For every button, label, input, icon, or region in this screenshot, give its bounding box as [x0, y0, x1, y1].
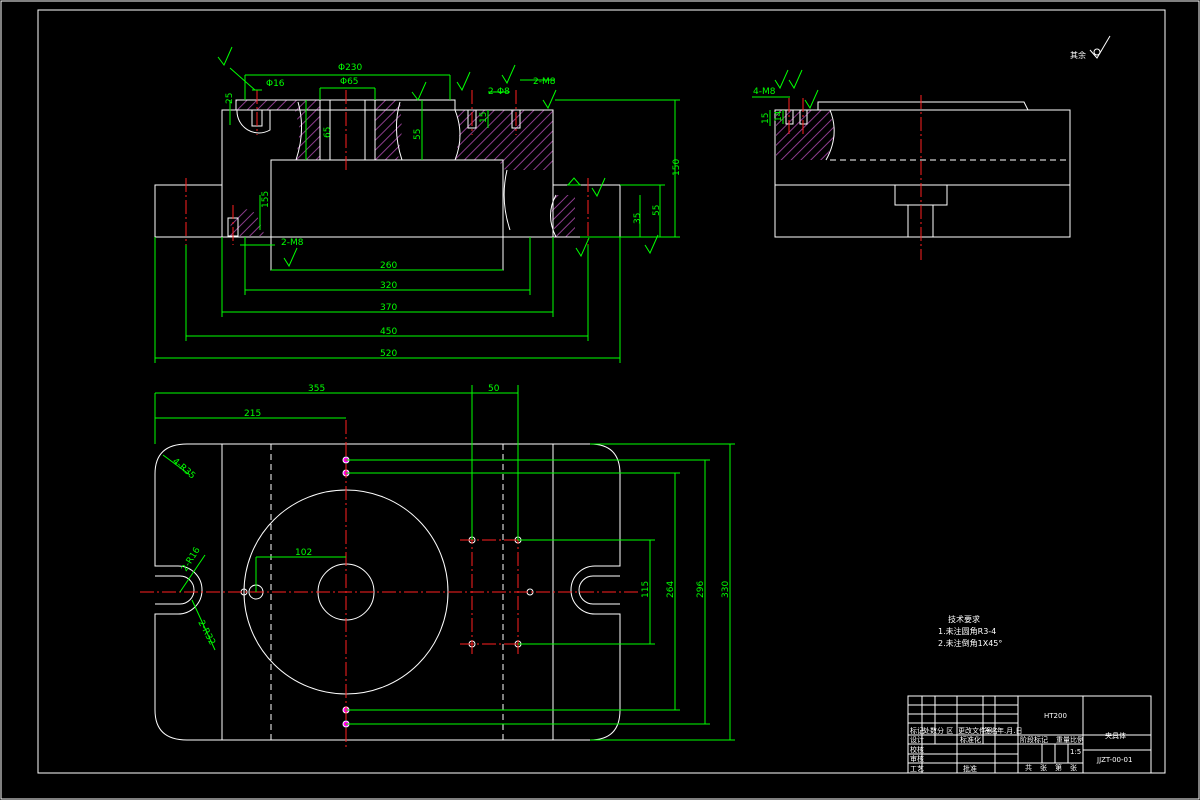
plan-dim-264: 264	[666, 581, 676, 598]
side-dim-15: 15	[761, 113, 771, 124]
tech-note-1: 1.未注圆角R3-4	[938, 626, 996, 636]
dim-d230: Φ230	[338, 63, 363, 73]
hatch-right	[455, 110, 553, 170]
dim-d65: Φ65	[340, 77, 359, 87]
tech-notes-title: 技术要求	[948, 614, 980, 624]
tb-left-label-2: 审核	[910, 754, 924, 763]
tb-row-label-4: 签名	[984, 726, 998, 735]
tb-approve-label: 批准	[963, 764, 977, 773]
dim-2m8-top: 2-M8	[533, 77, 556, 87]
front-dimensions	[154, 67, 680, 363]
dim-55b: 55	[652, 205, 662, 216]
plan-dim-r32: 2-R32	[195, 619, 216, 647]
side-hatch	[776, 110, 835, 160]
dim-25: 25	[225, 93, 235, 104]
surface-finish-symbol: 其余	[1070, 35, 1111, 60]
plan-dim-115: 115	[641, 581, 651, 598]
front-surface-symbols	[217, 46, 659, 268]
plan-dim-102: 102	[295, 548, 312, 558]
plan-dim-296: 296	[696, 581, 706, 598]
tb-row-label-3: 更改文件号	[958, 726, 993, 735]
tb-left-label-3: 工艺	[910, 765, 924, 773]
dim-35: 35	[633, 213, 643, 224]
dim-2m8-left: 2-M8	[281, 238, 304, 248]
plan-dimensions	[154, 385, 735, 741]
dim-15: 15	[479, 112, 489, 123]
tb-standard-label: 标准化	[960, 735, 981, 744]
plan-dim-330: 330	[721, 581, 731, 598]
side-outline	[774, 109, 1071, 238]
title-drawing-no: JJZT-00-01	[1096, 756, 1132, 764]
dim-55: 55	[413, 129, 423, 140]
hatch-left-inner	[296, 102, 320, 160]
hatch-ear-right	[551, 195, 575, 237]
tb-sheet-2: 第	[1055, 763, 1062, 772]
tb-scale-label: 比例	[1070, 735, 1084, 744]
dim-2d8: 2-Φ8	[488, 87, 510, 97]
dim-520: 520	[380, 349, 397, 359]
dim-260: 260	[380, 261, 397, 271]
title-block: HT200 夹具体 JJZT-00-01 标记 处数 分 区 更改文件号 签名 …	[907, 695, 1152, 774]
dim-370: 370	[380, 303, 397, 313]
tb-row-label-2: 分 区	[937, 726, 953, 735]
plan-dim-50: 50	[488, 384, 500, 394]
tb-sheet-1: 张	[1040, 763, 1047, 772]
tb-stage-label: 阶段标记	[1020, 735, 1048, 744]
plan-dim-r16: 2-R16	[180, 545, 203, 573]
dim-65: 65	[323, 127, 333, 138]
tb-row-label-5: 年.月.日	[997, 726, 1022, 735]
tb-weight-label: 重量	[1056, 736, 1070, 744]
side-dim-14: 14	[774, 110, 784, 122]
left-pocket	[236, 109, 271, 134]
tb-row-label-1: 处数	[923, 726, 937, 735]
plan-view: 355 215 50 102 115 264 296 330 4-R35 2-R…	[140, 384, 735, 750]
tb-row-label-0: 标记	[910, 726, 924, 735]
tb-scale-value: 1:5	[1070, 748, 1081, 756]
plan-dim-355: 355	[308, 384, 325, 394]
tb-left-label-0: 设计	[910, 735, 924, 744]
plan-dim-215: 215	[244, 409, 261, 419]
front-section-view: Φ230 Φ65 Φ16 2-M8 2-Φ8 25 65 55 15 150 3…	[154, 46, 682, 363]
tb-sheet-0: 共	[1025, 763, 1032, 772]
title-material: HT200	[1044, 712, 1067, 720]
hatch-center	[375, 100, 402, 160]
dim-320: 320	[380, 281, 397, 291]
side-dim-4m8: 4-M8	[753, 87, 776, 97]
technical-requirements: 技术要求 1.未注圆角R3-4 2.未注倒角1X45°	[938, 614, 1002, 648]
drawing-frame	[37, 9, 1166, 774]
inner-cavity	[270, 159, 504, 271]
tb-left-label-1: 校核	[910, 745, 924, 754]
dim-450: 450	[380, 327, 397, 337]
tb-sheet-3: 张	[1070, 763, 1077, 772]
dim-150: 150	[672, 159, 682, 176]
front-dimension-labels: Φ230 Φ65 Φ16 2-M8 2-Φ8 25 65 55 15 150 3…	[225, 63, 682, 359]
title-part-name: 夹具体	[1105, 731, 1126, 740]
dim-155: 155	[261, 191, 271, 208]
dim-d16: Φ16	[266, 79, 285, 89]
hatch-ear-left	[230, 209, 265, 236]
tech-note-2: 2.未注倒角1X45°	[938, 638, 1002, 648]
plan-dim-r35: 4-R35	[170, 457, 197, 482]
plan-dimension-labels: 355 215 50 102 115 264 296 330 4-R35 2-R…	[170, 384, 731, 647]
side-view: 4-M8 15 14	[752, 69, 1071, 260]
surface-finish-label: 其余	[1070, 50, 1086, 60]
